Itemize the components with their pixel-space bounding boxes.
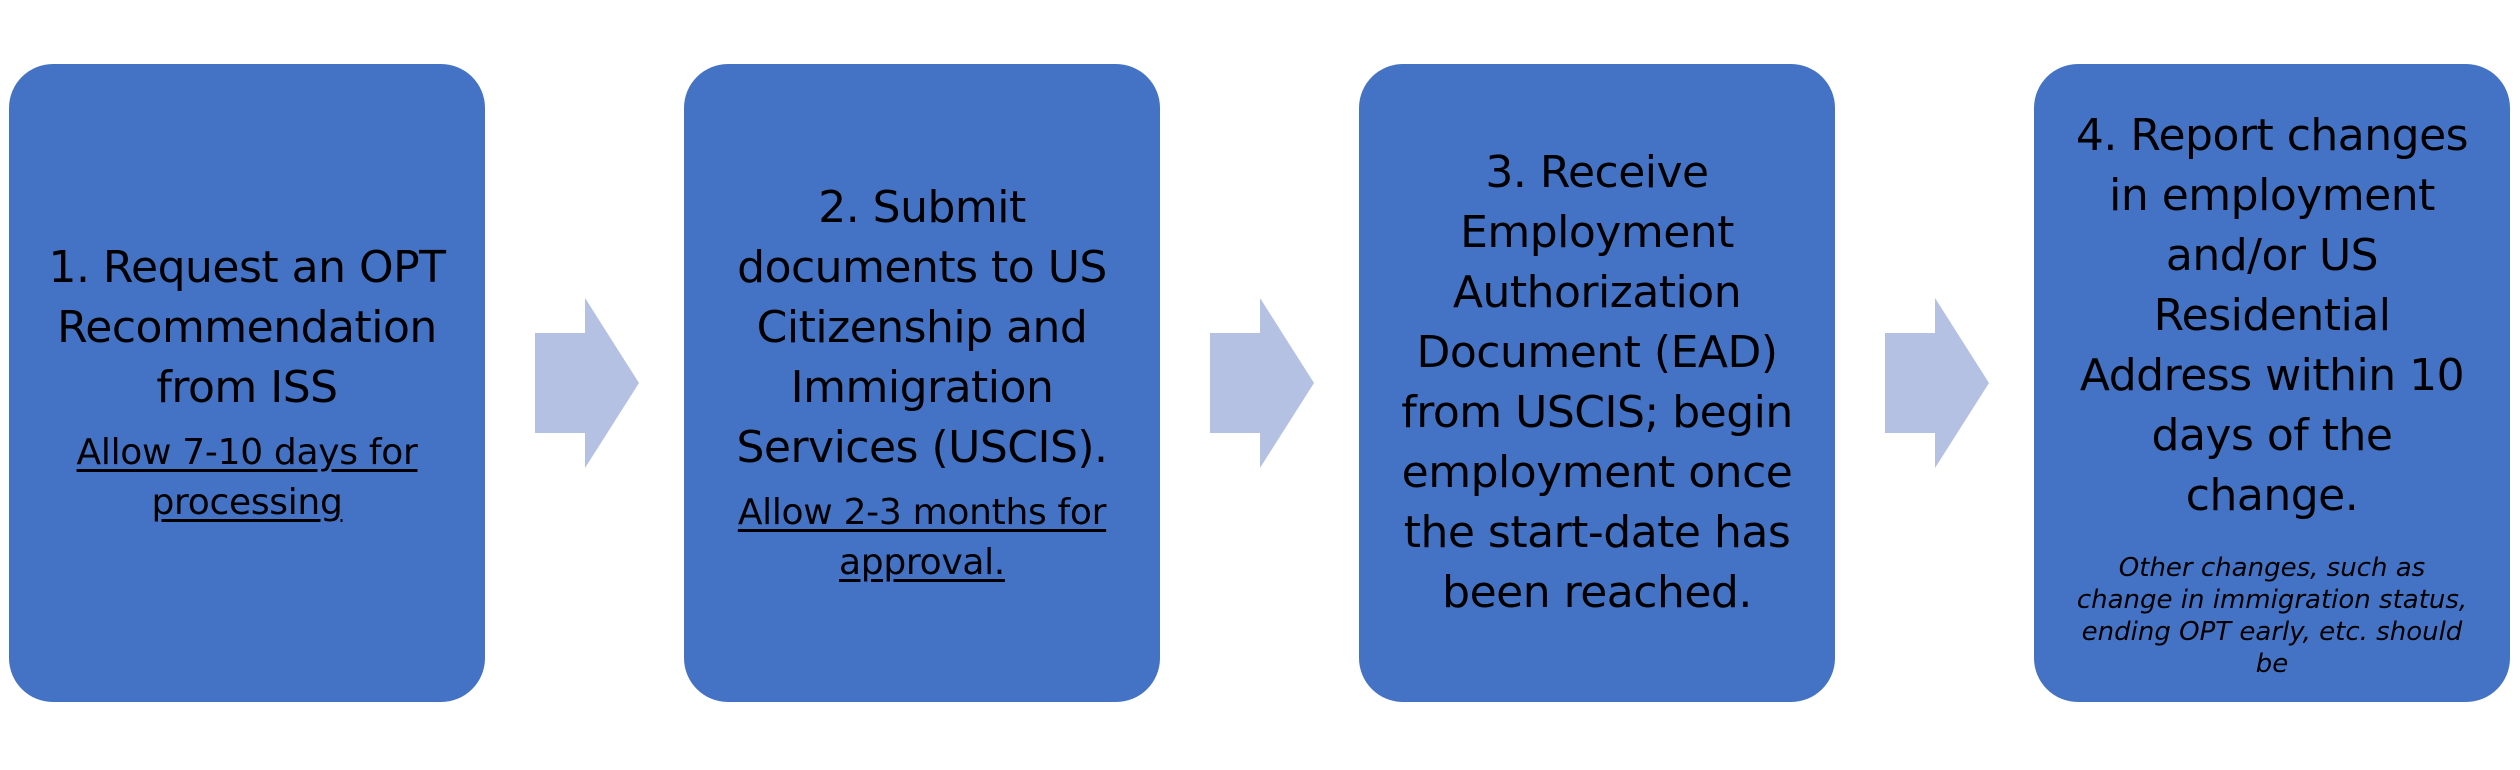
step-3-box: 3. Receive Employment Authorization Docu… xyxy=(1359,64,1835,702)
step-4-note: Other changes, such as change in immigra… xyxy=(2076,553,2468,679)
arrow-1-icon xyxy=(535,298,639,468)
step-1-note: Allow 7-10 days for processing xyxy=(76,432,418,523)
step-2-note: Allow 2-3 months for approval. xyxy=(737,492,1107,583)
step-2-title: 2. Submit documents to US Citizenship an… xyxy=(736,182,1108,473)
step-3-title: 3. Receive Employment Authorization Docu… xyxy=(1401,147,1793,618)
step-4-title: 4. Report changes in employment and/or U… xyxy=(2075,110,2469,521)
step-1-box: 1. Request an OPT Recommendation from IS… xyxy=(9,64,485,702)
step-1-title: 1. Request an OPT Recommendation from IS… xyxy=(48,242,446,413)
arrow-2-icon xyxy=(1210,298,1314,468)
step-2-box: 2. Submit documents to US Citizenship an… xyxy=(684,64,1160,702)
step-4-box: 4. Report changes in employment and/or U… xyxy=(2034,64,2510,702)
arrow-3-icon xyxy=(1885,298,1989,468)
